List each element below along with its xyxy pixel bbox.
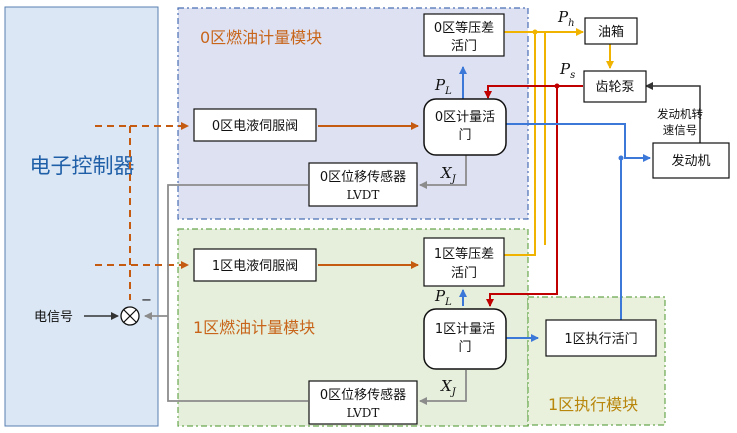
controller-label: 电子控制器: [30, 154, 135, 178]
zone0-dp-valve-line1: 0区等压差: [434, 20, 494, 36]
speed-signal-line: [645, 82, 701, 145]
zone1-servo-valve-label: 1区电液伺服阀: [212, 259, 298, 274]
zone1-dp-valve-line1: 1区等压差: [434, 246, 494, 262]
zone0-servo-valve-label: 0区电液伺服阀: [212, 119, 298, 134]
tank-box: [584, 17, 638, 45]
zone1-sensor-line2: LVDT: [347, 406, 380, 420]
minus-sign: −: [141, 293, 152, 308]
junction-dot: [532, 29, 538, 35]
ph-var: Ph: [557, 8, 575, 29]
pump-label: 齿轮泵: [595, 80, 634, 95]
engine-box: [652, 142, 730, 179]
zone0-sensor-line1: 0区位移传感器: [320, 169, 406, 185]
zone1-sensor-box: [308, 380, 418, 425]
zone0-xj-var: XJ: [440, 164, 457, 185]
zone1-servo-valve-box: [193, 248, 317, 282]
engine-label: 发动机: [671, 153, 710, 169]
zone1-pl-var: PL: [434, 287, 452, 308]
zone1-metering-valve-box: [423, 308, 507, 370]
ps-var: Ps: [559, 60, 575, 81]
signal-label: 电信号: [34, 310, 73, 325]
zone0-sensor-box: [308, 162, 418, 207]
signal-input: 电信号 −: [34, 293, 152, 326]
control-signal-lines: [95, 122, 419, 300]
exec-valve-label: 1区执行活门: [564, 332, 637, 347]
zone0-title: 0区燃油计量模块: [200, 28, 322, 47]
exec-title: 1区执行模块: [548, 395, 638, 414]
zone0-servo-valve-box: [193, 108, 317, 142]
zone1-metering-valve-line1: 1区计量活: [435, 322, 495, 337]
zone0-metering-valve-line2: 门: [458, 128, 471, 143]
zone0-metering-valve-box: [423, 98, 507, 156]
zone1-title: 1区燃油计量模块: [193, 318, 315, 337]
ph-pressure-lines: [503, 28, 614, 256]
zone1-xj-var: XJ: [440, 377, 457, 398]
tank-label: 油箱: [598, 24, 624, 40]
lvdt-feedback-lines: [144, 155, 467, 405]
junction-dot: [618, 155, 624, 161]
exec-region: [527, 296, 666, 426]
exec-valve-box: [545, 319, 657, 357]
zone0-dp-valve-box: [423, 13, 505, 57]
zone0-metering-valve-line1: 0区计量活: [435, 110, 495, 125]
zone1-metering-valve-line2: 门: [458, 340, 471, 355]
controller-region: [4, 6, 159, 427]
zone1-dp-valve-line2: 活门: [451, 266, 477, 281]
speed-signal-line1: 发动机转: [657, 107, 703, 121]
ps-supply-lines: [484, 85, 583, 307]
junction-dot: [554, 83, 560, 89]
metered-flow-lines: [459, 66, 651, 342]
zone1-dp-valve-box: [423, 237, 505, 287]
zone0-pl-var: PL: [434, 76, 452, 97]
variable-labels: Ph Ps PL PL XJ XJ: [434, 8, 575, 398]
zone1-sensor-line1: 0区位移传感器: [320, 387, 406, 403]
speed-signal-line2: 速信号: [663, 123, 698, 137]
zone0-sensor-line2: LVDT: [347, 188, 380, 202]
zone0-dp-valve-line2: 活门: [451, 39, 477, 54]
pump-box: [583, 70, 647, 103]
